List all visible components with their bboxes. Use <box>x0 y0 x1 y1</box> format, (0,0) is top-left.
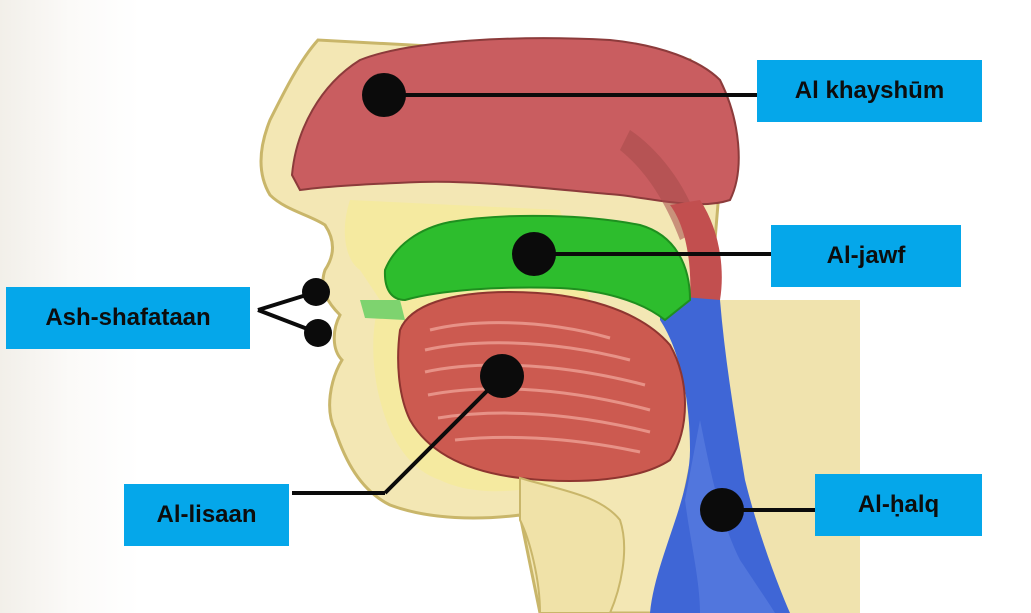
label-al-halq: Al-ḥalq <box>815 474 982 536</box>
marker-jawf <box>512 232 556 276</box>
marker-shafataan-lower <box>304 319 332 347</box>
marker-shafataan-upper <box>302 278 330 306</box>
label-al-lisaan: Al-lisaan <box>124 484 289 546</box>
marker-halq <box>700 488 744 532</box>
marker-lisaan <box>480 354 524 398</box>
marker-khayshum <box>362 73 406 117</box>
lips-gap <box>360 300 405 320</box>
label-al-jawf: Al-jawf <box>771 225 961 287</box>
label-al-khayshum: Al khayshūm <box>757 60 982 122</box>
label-ash-shafataan: Ash-shafataan <box>6 287 250 349</box>
